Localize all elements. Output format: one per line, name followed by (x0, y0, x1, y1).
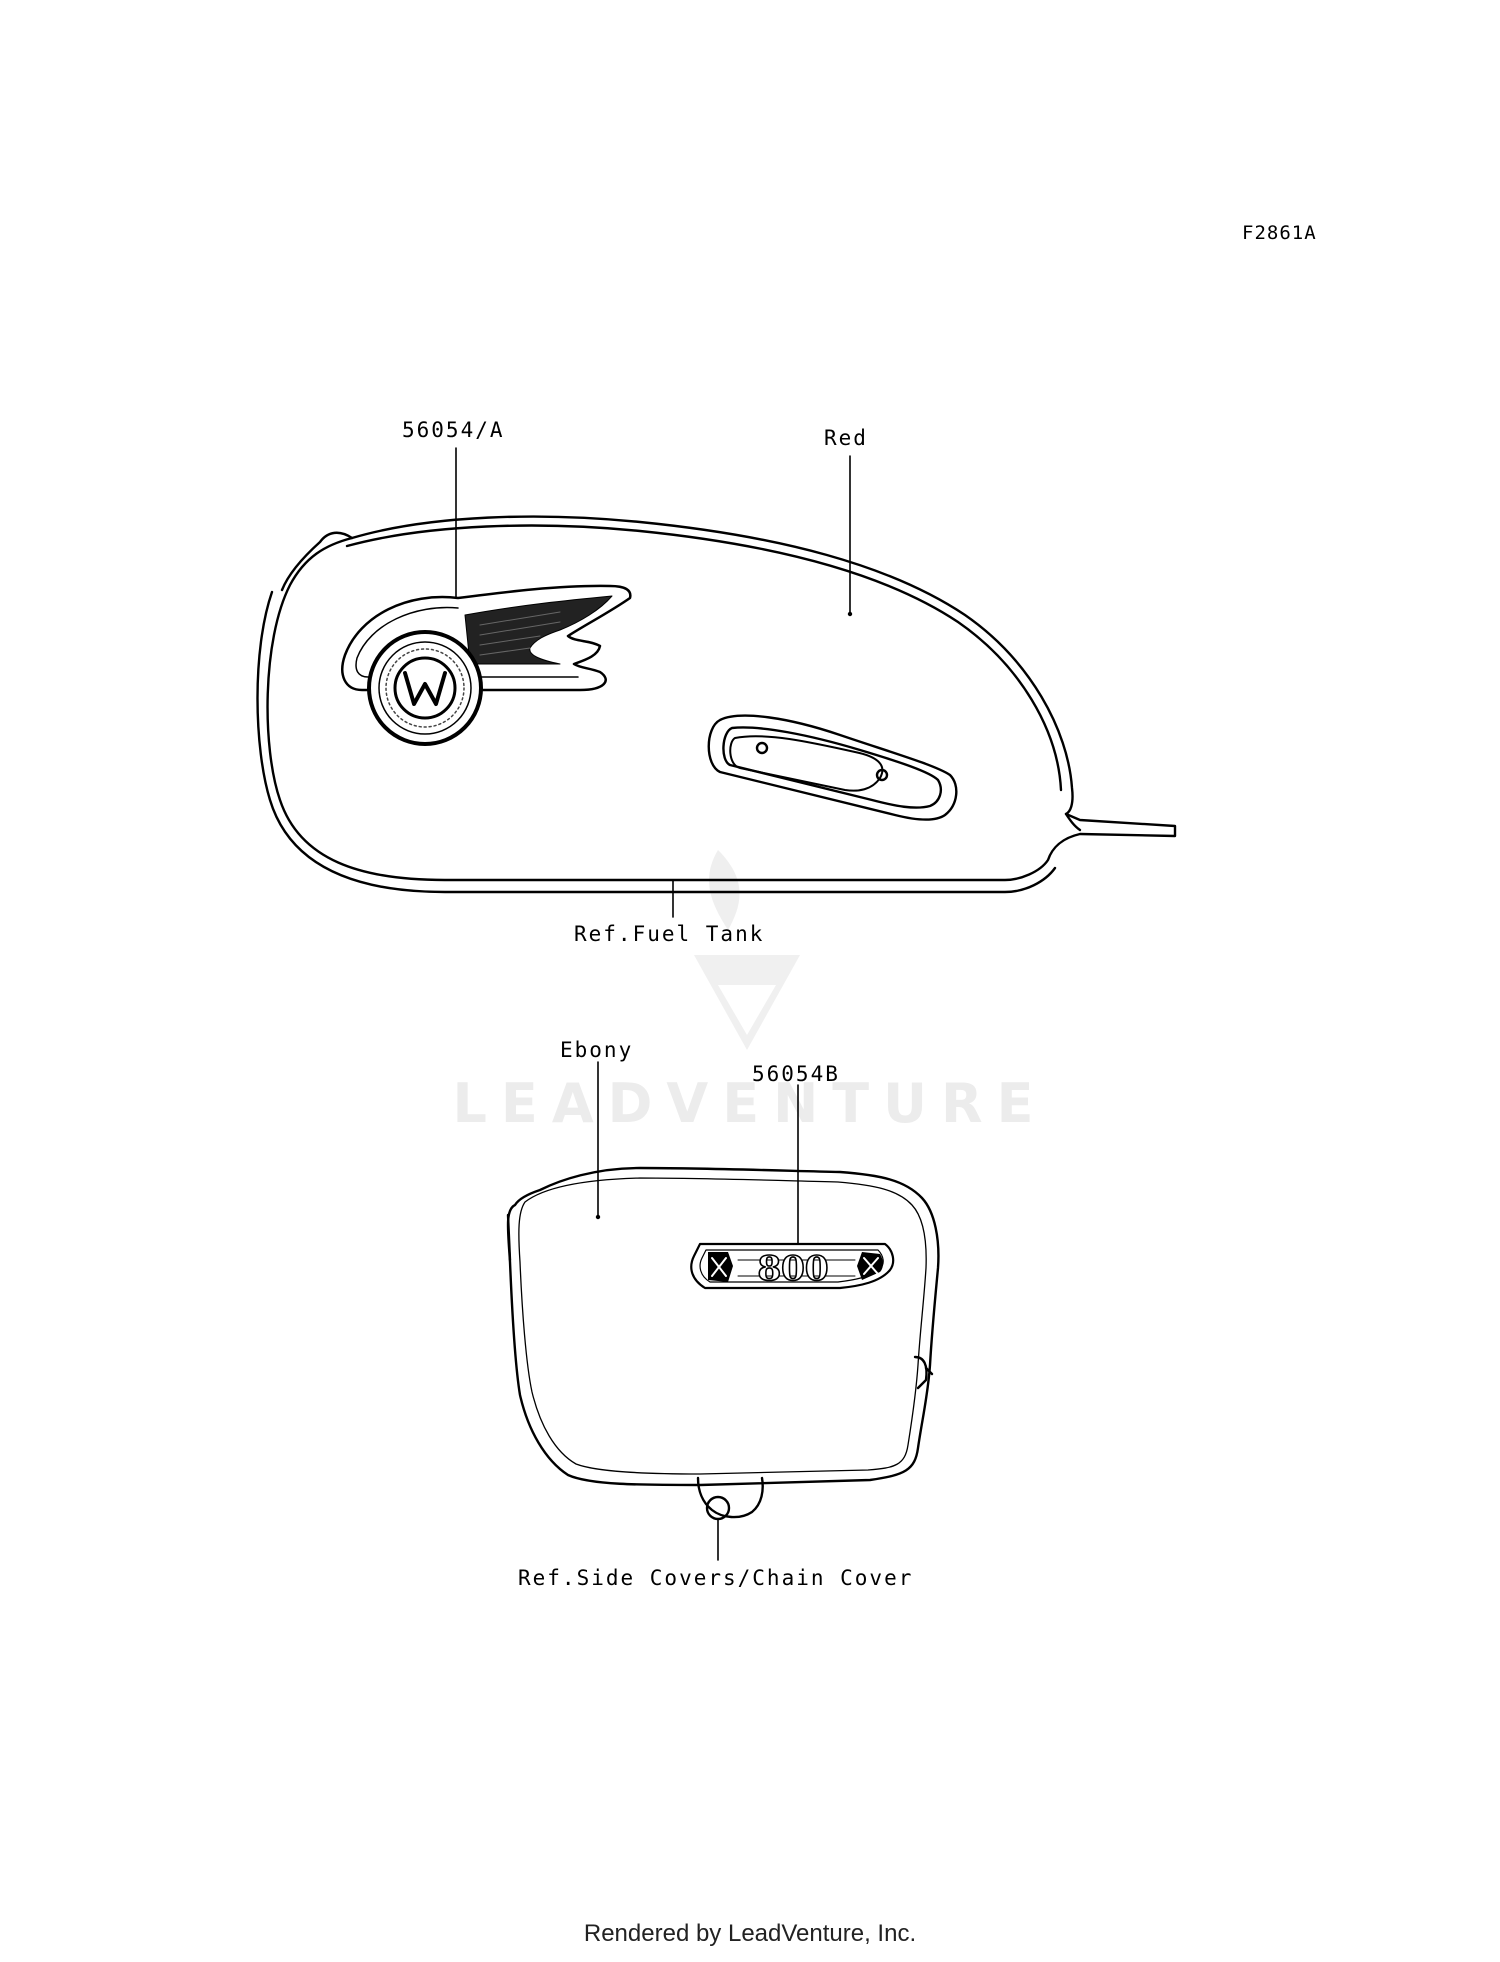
tank-emblem (341, 584, 632, 746)
tank-leader-lines (455, 447, 851, 918)
footer-credit: Rendered by LeadVenture, Inc. (583, 1920, 917, 1947)
cover-leader-lines (597, 1061, 799, 1561)
cover-reference-label: Ref.Side Covers/Chain Cover (518, 1566, 914, 1590)
cover-emblem-part-number: 56054B (752, 1062, 840, 1086)
tank-color-label: Red (824, 426, 868, 450)
tank-emblem-part-number: 56054/A (402, 418, 505, 442)
cover-emblem (690, 1242, 895, 1290)
figure-code: F2861A (1242, 222, 1317, 244)
side-cover-outline (506, 1166, 940, 1521)
fuel-tank-outline (256, 515, 1177, 894)
cover-color-label: Ebony (560, 1038, 634, 1062)
cover-emblem-number: 800 (758, 1249, 829, 1289)
tank-reference-label: Ref.Fuel Tank (574, 922, 765, 946)
watermark-text: LEADVENTURE (452, 1072, 1048, 1135)
tank-pad (707, 714, 958, 821)
